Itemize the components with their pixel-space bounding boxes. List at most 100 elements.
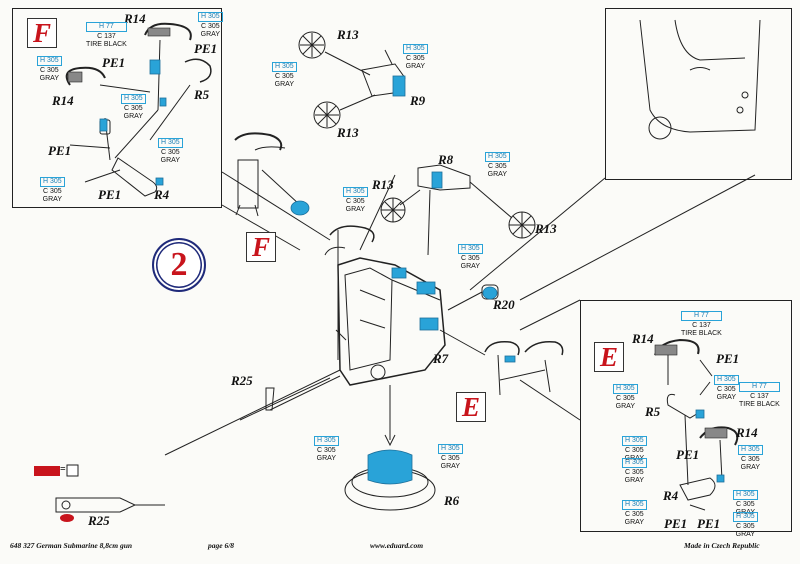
color-name: GRAY <box>123 113 143 120</box>
humbrol-code: H 305 <box>738 445 763 455</box>
footer-page-number: page 6/8 <box>208 541 235 550</box>
color-callout-gray: H 305 C 305 GRAY <box>613 384 638 411</box>
part-label-pe1: PE1 <box>48 143 72 158</box>
part-label-pe1: PE1 <box>194 41 218 56</box>
inset-f-frame <box>12 8 222 208</box>
color-name: GRAY <box>440 463 460 470</box>
humbrol-code: H 305 <box>40 177 65 187</box>
color-name: GRAY <box>39 75 59 82</box>
part-label-r25: R25 <box>231 373 253 388</box>
humbrol-code: H 305 <box>343 187 368 197</box>
color-name: GRAY <box>735 531 755 538</box>
humbrol-code: H 305 <box>272 62 297 72</box>
part-label-r13: R13 <box>337 27 359 42</box>
color-name: GRAY <box>487 171 507 178</box>
color-name: GRAY <box>42 196 62 203</box>
gunze-code: C 137 <box>750 393 769 400</box>
gunze-code: C 305 <box>461 255 480 262</box>
gunze-code: C 305 <box>625 469 644 476</box>
gunze-code: C 305 <box>488 163 507 170</box>
color-callout-gray: H 305 C 305 GRAY <box>622 500 647 527</box>
humbrol-code: H 305 <box>198 12 223 22</box>
humbrol-code: H 305 <box>121 94 146 104</box>
color-name: GRAY <box>624 477 644 484</box>
gunze-code: C 305 <box>161 149 180 156</box>
gunze-code: C 305 <box>736 501 755 508</box>
gunze-code: C 305 <box>625 447 644 454</box>
color-name: GRAY <box>160 157 180 164</box>
footer-website: www.eduard.com <box>370 541 424 550</box>
humbrol-code: H 305 <box>733 490 758 500</box>
color-callout-tire-black: H 77 C 137 TIRE BLACK <box>739 382 780 409</box>
humbrol-code: H 305 <box>485 152 510 162</box>
part-label-pe1: PE1 <box>664 516 688 531</box>
color-name: GRAY <box>345 206 365 213</box>
part-label-r14: R14 <box>736 425 758 440</box>
step-number-badge: 2 <box>152 238 206 292</box>
footer-kit-title: 648 327 German Submarine 8,8cm gun <box>10 541 133 550</box>
humbrol-code: H 305 <box>622 500 647 510</box>
color-callout-gray: H 305 C 305 GRAY <box>403 44 428 71</box>
color-name: TIRE BLACK <box>681 330 722 337</box>
color-name: GRAY <box>405 63 425 70</box>
step-number: 2 <box>170 246 188 283</box>
part-label-r13: R13 <box>372 177 394 192</box>
section-f-letter: F <box>246 232 276 262</box>
part-label-r9: R9 <box>410 93 426 108</box>
color-name: GRAY <box>624 519 644 526</box>
part-label-r7: R7 <box>433 351 449 366</box>
part-label-r5: R5 <box>645 404 661 419</box>
color-callout-gray: H 305 C 305 GRAY <box>343 187 368 214</box>
part-label-r13: R13 <box>535 221 557 236</box>
part-label-r14: R14 <box>52 93 74 108</box>
gunze-code: C 305 <box>625 511 644 518</box>
color-name: GRAY <box>200 31 220 38</box>
part-label-pe1: PE1 <box>98 187 122 202</box>
gunze-code: C 137 <box>97 33 116 40</box>
color-callout-gray: H 305 C 305 GRAY <box>485 152 510 179</box>
color-callout-gray: H 305 C 305 GRAY <box>458 244 483 271</box>
gunze-code: C 305 <box>201 23 220 30</box>
part-label-r6: R6 <box>444 493 460 508</box>
gunze-code: C 305 <box>736 523 755 530</box>
humbrol-code: H 305 <box>622 458 647 468</box>
color-callout-gray: H 305 C 305 GRAY <box>158 138 183 165</box>
gunze-code: C 305 <box>741 456 760 463</box>
color-name: GRAY <box>740 464 760 471</box>
color-callout-gray: H 305 C 305 GRAY <box>438 444 463 471</box>
humbrol-code: H 305 <box>403 44 428 54</box>
gunze-code: C 305 <box>43 188 62 195</box>
humbrol-code: H 305 <box>37 56 62 66</box>
humbrol-code: H 305 <box>314 436 339 446</box>
humbrol-code: H 77 <box>681 311 722 321</box>
color-name: GRAY <box>316 455 336 462</box>
color-callout-gray: H 305 C 305 GRAY <box>714 375 739 402</box>
humbrol-code: H 305 <box>733 512 758 522</box>
color-callout-gray: H 305 C 305 GRAY <box>738 445 763 472</box>
section-f-inset-letter: F <box>27 18 57 48</box>
part-label-r25: R25 <box>88 513 110 528</box>
color-name: GRAY <box>460 263 480 270</box>
inset-top-right-frame <box>605 8 792 180</box>
humbrol-code: H 305 <box>613 384 638 394</box>
color-callout-gray: H 305 C 305 GRAY <box>198 12 223 39</box>
gunze-code: C 305 <box>40 67 59 74</box>
color-callout-gray: H 305 C 305 GRAY <box>40 177 65 204</box>
part-label-r4: R4 <box>154 187 170 202</box>
gunze-code: C 305 <box>124 105 143 112</box>
gunze-code: C 305 <box>317 447 336 454</box>
gunze-code: C 137 <box>692 322 711 329</box>
color-callout-gray: H 305 C 305 GRAY <box>314 436 339 463</box>
part-label-pe1: PE1 <box>716 351 740 366</box>
humbrol-code: H 77 <box>86 22 127 32</box>
color-name: GRAY <box>274 81 294 88</box>
humbrol-code: H 305 <box>622 436 647 446</box>
gunze-code: C 305 <box>346 198 365 205</box>
color-name: GRAY <box>615 403 635 410</box>
part-label-r14: R14 <box>124 11 146 26</box>
color-name: TIRE BLACK <box>739 401 780 408</box>
color-callout-gray: H 305 C 305 GRAY <box>733 512 758 539</box>
part-label-r13: R13 <box>337 125 359 140</box>
part-label-r14: R14 <box>632 331 654 346</box>
